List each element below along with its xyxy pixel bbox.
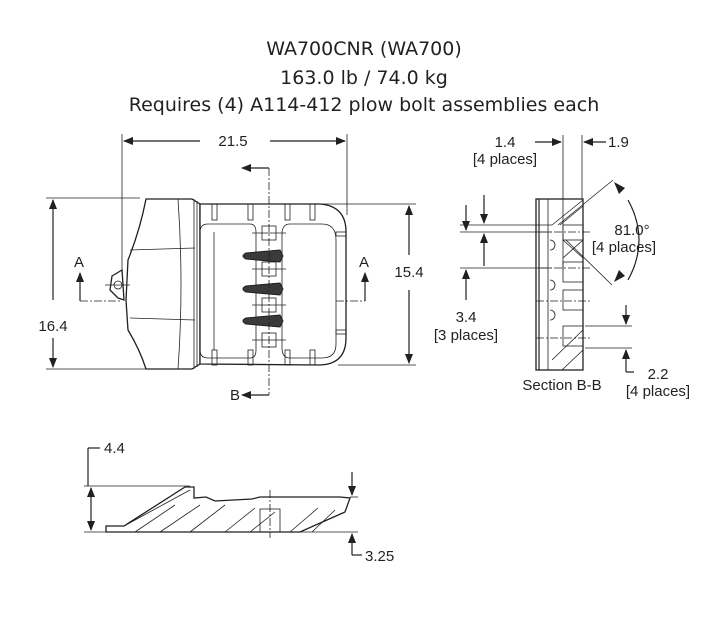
section-a-marker-right: A	[359, 254, 369, 271]
model-title: WA700CNR (WA700)	[266, 38, 462, 60]
wear-teeth	[242, 249, 284, 328]
requirement-text: Requires (4) A114-412 plow bolt assembli…	[128, 94, 600, 116]
top-view: 21.5 16.4 15.4	[38, 133, 423, 404]
side-view: 4.4 3.25	[84, 440, 394, 565]
dim-3-4: 3.4	[456, 309, 477, 326]
angle-note: [4 places]	[592, 239, 656, 256]
height-dimension: 4.4	[104, 440, 125, 457]
overall-height-dimension: 16.4	[38, 318, 67, 335]
inner-height-dimension: 15.4	[394, 264, 423, 281]
section-label: Section B-B	[522, 377, 601, 394]
dim-1-4: 1.4	[495, 134, 516, 151]
weight-text: 163.0 lb / 74.0 kg	[280, 67, 448, 89]
width-dimension: 21.5	[218, 133, 247, 150]
section-b-marker: B	[230, 387, 240, 404]
section-b-b-view: 1.4 [4 places] 1.9 81.0° [4 places] 3.4 …	[434, 134, 690, 400]
casting-body	[125, 198, 201, 370]
dim-1-4-note: [4 places]	[473, 151, 537, 168]
dim-1-9: 1.9	[608, 134, 629, 151]
dim-2-2-note: [4 places]	[626, 383, 690, 400]
dim-3-4-note: [3 places]	[434, 327, 498, 344]
dim-2-2: 2.2	[648, 366, 669, 383]
thickness-dimension: 3.25	[365, 548, 394, 565]
side-profile	[105, 486, 351, 533]
section-a-marker-left: A	[74, 254, 84, 271]
angle-dimension: 81.0°	[614, 222, 649, 239]
